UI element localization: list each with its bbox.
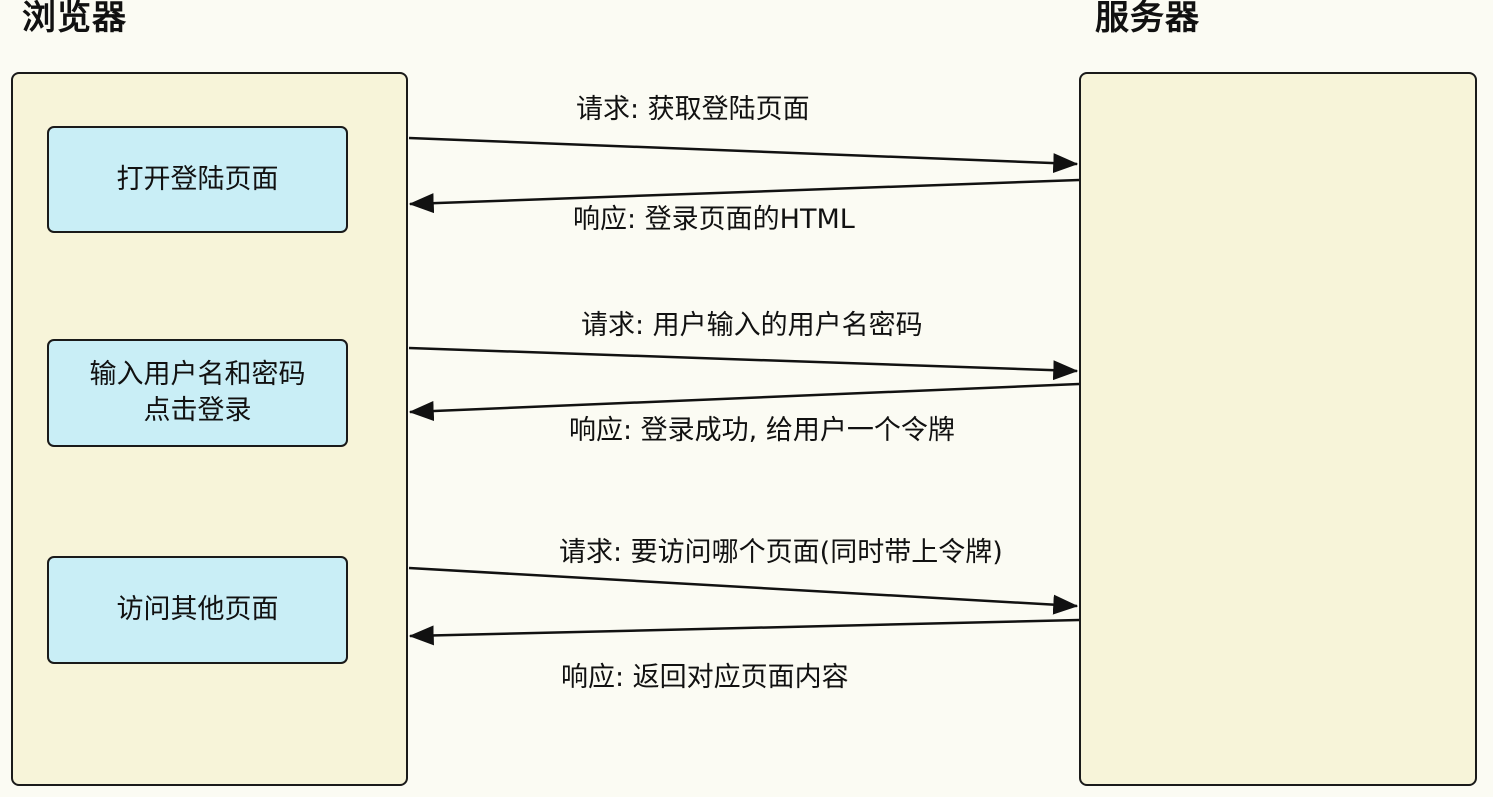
response-label-2: 响应: 登录成功, 给用户一个令牌 (569, 415, 955, 446)
response-arrow-1 (408, 178, 1080, 214)
response-arrow-3 (408, 618, 1080, 646)
request-arrow-2 (408, 346, 1079, 381)
step-open-login-page: 打开登陆页面 (47, 126, 348, 233)
request-label-1: 请求: 获取登陆页面 (576, 94, 810, 125)
response-arrow-2 (408, 382, 1080, 421)
request-arrow-1 (408, 136, 1079, 174)
request-arrow-3 (408, 566, 1079, 615)
step-label-line: 点击登录 (143, 395, 252, 426)
step-enter-credentials: 输入用户名和密码 点击登录 (47, 339, 348, 447)
server-title: 服务器 (1095, 0, 1200, 38)
request-label-2: 请求: 用户输入的用户名密码 (581, 310, 923, 341)
server-panel (1079, 72, 1477, 786)
step-visit-other-pages: 访问其他页面 (47, 556, 348, 664)
step-label-line: 打开登陆页面 (116, 163, 279, 195)
response-label-3: 响应: 返回对应页面内容 (561, 662, 849, 693)
step-label-line: 输入用户名和密码 (89, 359, 306, 390)
browser-title: 浏览器 (22, 0, 127, 38)
response-label-1: 响应: 登录页面的HTML (573, 204, 855, 235)
step-label-line: 访问其他页面 (116, 594, 279, 625)
request-label-3: 请求: 要访问哪个页面(同时带上令牌) (559, 537, 1003, 568)
